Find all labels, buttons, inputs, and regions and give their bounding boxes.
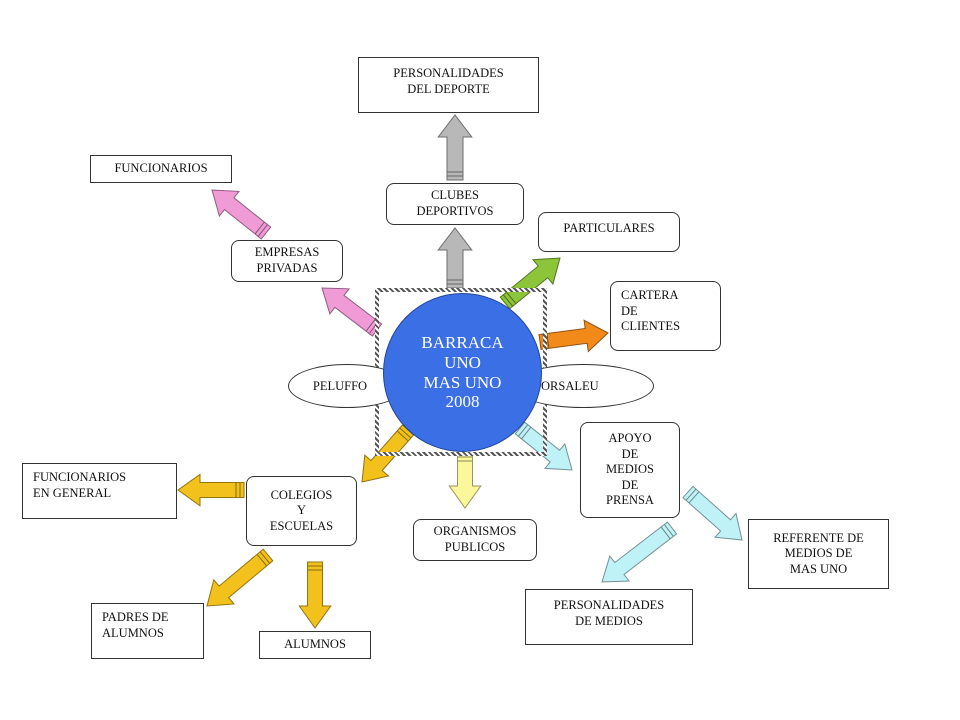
node-referente-medios-label: REFERENTE DE MEDIOS DE MAS UNO — [773, 530, 864, 576]
node-padres-alumnos: PADRES DE ALUMNOS — [91, 603, 204, 659]
arrow-clubes-to-personalidades — [437, 114, 473, 181]
arrow-hub-to-organismos — [448, 452, 482, 509]
node-funcionarios: FUNCIONARIOS — [90, 155, 232, 183]
node-funcionarios-general: FUNCIONARIOS EN GENERAL — [22, 463, 177, 519]
peluffo-label: PELUFFO — [312, 378, 368, 393]
node-cartera-clientes-label: CARTERA DE CLIENTES — [621, 288, 681, 334]
arrow-empresas-to-funcionarios — [211, 189, 272, 240]
node-clubes-deportivos: CLUBES DEPORTIVOS — [386, 183, 524, 225]
arrow-hub-to-empresas — [321, 287, 383, 337]
node-particulares-label: PARTICULARES — [563, 221, 655, 235]
node-organismos-publicos-label: ORGANISMOS PUBLICOS — [433, 524, 517, 554]
node-empresas-privadas-label: EMPRESAS PRIVADAS — [254, 245, 320, 275]
node-cartera-clientes: CARTERA DE CLIENTES — [610, 281, 721, 351]
node-particulares: PARTICULARES — [538, 212, 680, 252]
node-personalidades-deporte: PERSONALIDADES DEL DEPORTE — [358, 57, 539, 113]
hub-line-3: MAS UNO — [423, 372, 502, 392]
node-personalidades-medios: PERSONALIDADES DE MEDIOS — [525, 589, 693, 645]
node-apoyo-medios-label: APOYO DE MEDIOS DE PRENSA — [606, 430, 654, 508]
node-personalidades-deporte-label: PERSONALIDADES DEL DEPORTE — [393, 66, 504, 96]
node-clubes-deportivos-label: CLUBES DEPORTIVOS — [416, 188, 494, 218]
node-alumnos: ALUMNOS — [259, 631, 371, 659]
arrow-hub-to-cartera — [538, 319, 609, 353]
node-padres-alumnos-label: PADRES DE ALUMNOS — [102, 610, 169, 640]
hub-line-2: UNO — [444, 352, 481, 372]
arrow-hub-to-clubes — [437, 227, 473, 289]
arrow-apoyo-to-personalidades-medios — [601, 521, 678, 583]
node-funcionarios-general-label: FUNCIONARIOS EN GENERAL — [33, 470, 127, 500]
orsaleu-label: ORSALEU — [541, 378, 599, 393]
node-personalidades-medios-label: PERSONALIDADES DE MEDIOS — [553, 598, 665, 628]
node-alumnos-label: ALUMNOS — [284, 637, 346, 652]
arrow-colegios-to-padres — [206, 548, 274, 607]
hub-line-4: 2008 — [445, 392, 480, 412]
arrow-apoyo-to-referente — [682, 485, 743, 541]
node-organismos-publicos: ORGANISMOS PUBLICOS — [413, 519, 537, 561]
node-empresas-privadas: EMPRESAS PRIVADAS — [231, 240, 343, 282]
node-colegios-escuelas: COLEGIOS Y ESCUELAS — [246, 476, 357, 546]
node-colegios-escuelas-label: COLEGIOS Y ESCUELAS — [269, 487, 334, 533]
node-referente-medios: REFERENTE DE MEDIOS DE MAS UNO — [748, 519, 889, 589]
arrow-colegios-to-funcionarios-general — [177, 473, 245, 507]
arrow-colegios-to-alumnos — [298, 561, 332, 629]
central-hub: BARRACA UNO MAS UNO 2008 — [383, 293, 542, 452]
node-apoyo-medios: APOYO DE MEDIOS DE PRENSA — [580, 422, 680, 518]
hub-line-1: BARRACA — [421, 333, 504, 353]
node-funcionarios-label: FUNCIONARIOS — [114, 161, 208, 176]
